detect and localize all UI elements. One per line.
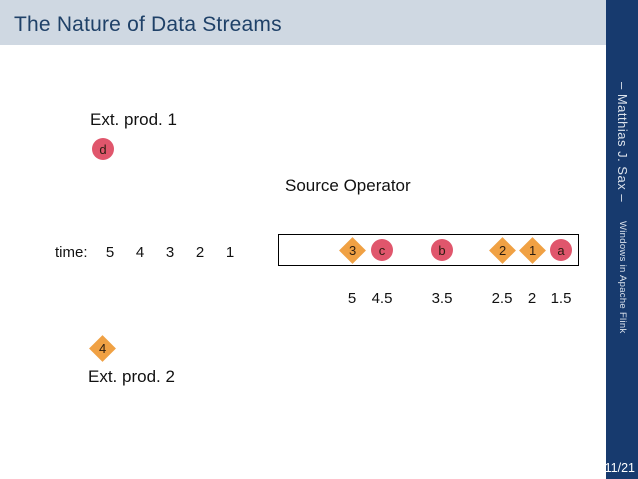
deck-title-text: Windows in Apache Flink — [617, 220, 628, 334]
slide-header: The Nature of Data Streams — [0, 0, 606, 45]
stream-record-circle-b: b — [431, 239, 453, 261]
record-label: d — [99, 141, 107, 157]
record-timestamp: 1.5 — [550, 290, 572, 307]
record-timestamp: 2 — [527, 290, 537, 307]
sidebar-vertical-text: – Matthias J. Sax – Windows in Apache Fl… — [606, 82, 638, 442]
author-text: – Matthias J. Sax – — [615, 82, 630, 203]
ext-prod-1-label: Ext. prod. 1 — [90, 110, 177, 129]
record-label: 4 — [98, 340, 107, 356]
record-label: c — [378, 242, 386, 258]
stream-record-circle-c: c — [371, 239, 393, 261]
time-tick: 1 — [225, 244, 235, 261]
time-tick: 5 — [105, 244, 115, 261]
ext-prod-2-label: Ext. prod. 2 — [88, 367, 175, 386]
time-tick: 4 — [135, 244, 145, 261]
record-timestamp: 4.5 — [371, 290, 393, 307]
page-number: 11/21 — [604, 461, 635, 475]
time-tick: 3 — [165, 244, 175, 261]
record-circle-d: d — [92, 138, 114, 160]
record-label: 1 — [528, 242, 536, 258]
record-label: 3 — [348, 242, 356, 258]
record-timestamp: 3.5 — [431, 290, 453, 307]
record-label: 2 — [498, 242, 506, 258]
record-timestamp: 2.5 — [491, 290, 513, 307]
stream-record-circle-a: a — [550, 239, 572, 261]
time-axis: time: 5 4 3 2 1 — [55, 244, 245, 261]
time-tick: 2 — [195, 244, 205, 261]
record-label: a — [557, 242, 565, 258]
slide-title: The Nature of Data Streams — [14, 12, 282, 36]
record-label: b — [438, 242, 446, 258]
sidebar: – Matthias J. Sax – Windows in Apache Fl… — [604, 0, 638, 479]
source-operator-label: Source Operator — [285, 176, 411, 195]
record-timestamp: 5 — [347, 290, 357, 307]
time-axis-label: time: — [55, 244, 88, 261]
record-diamond-4: 4 — [89, 335, 116, 362]
